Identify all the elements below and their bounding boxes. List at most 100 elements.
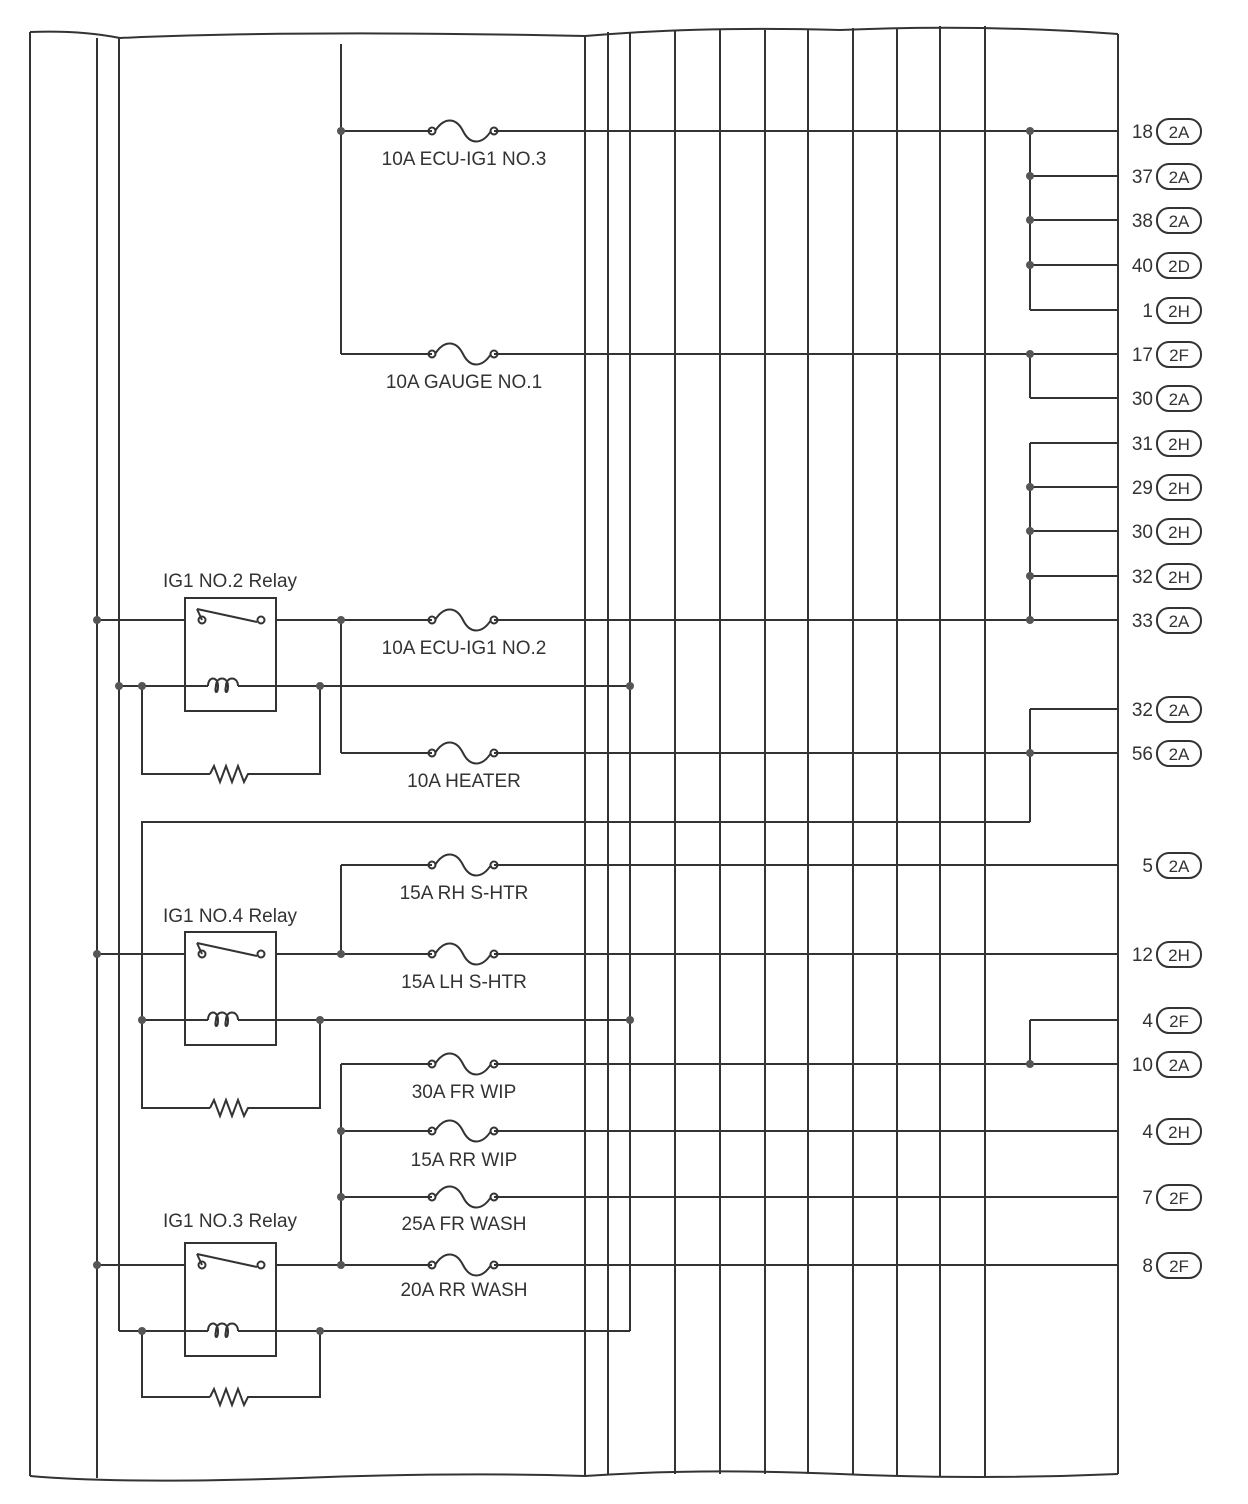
fuse-symbols bbox=[427, 119, 499, 1277]
terminal: 32 2A bbox=[1132, 696, 1202, 723]
junction-dots bbox=[93, 127, 1034, 1335]
terminal: 12 2H bbox=[1132, 941, 1202, 968]
terminal-connector: 2A bbox=[1169, 857, 1190, 876]
fuse-labels: 10A ECU-IG1 NO.3 10A GAUGE NO.1 10A ECU-… bbox=[382, 149, 547, 1301]
terminal-connector: 2A bbox=[1169, 701, 1190, 720]
fuse-label-rr-wip: 15A RR WIP bbox=[411, 1150, 518, 1171]
fuse-label-gauge-no1: 10A GAUGE NO.1 bbox=[386, 372, 542, 393]
relay-ig1-no4-symbol bbox=[184, 931, 277, 1046]
connector-badge bbox=[1156, 1184, 1202, 1211]
terminal-pin: 33 bbox=[1132, 611, 1153, 632]
terminal: 10 2A bbox=[1132, 1051, 1202, 1078]
terminal-connector: 2A bbox=[1169, 168, 1190, 187]
terminal: 40 2D bbox=[1132, 252, 1202, 279]
fuse-fr-wash-symbol bbox=[427, 1185, 499, 1209]
terminal-connector: 2H bbox=[1168, 435, 1190, 454]
fuse-label-fr-wip: 30A FR WIP bbox=[412, 1082, 517, 1103]
terminal-connector: 2A bbox=[1169, 390, 1190, 409]
terminal-connector: 2H bbox=[1168, 568, 1190, 587]
fuse-ecu-ig1-no2-symbol bbox=[427, 608, 499, 632]
connector-badge bbox=[1156, 941, 1202, 968]
fuse-label-rr-wash: 20A RR WASH bbox=[400, 1280, 527, 1301]
terminal: 8 2F bbox=[1142, 1252, 1202, 1279]
relay-label-ig1-no2: IG1 NO.2 Relay bbox=[163, 571, 298, 592]
resistor-ig1-no3 bbox=[209, 1386, 252, 1408]
fuse-label-heater: 10A HEATER bbox=[407, 771, 521, 792]
fuse-rr-wip-symbol bbox=[427, 1119, 499, 1143]
terminal: 30 2A bbox=[1132, 385, 1202, 412]
terminal-connector: 2A bbox=[1169, 123, 1190, 142]
fuse-label-ecu-ig1-no2: 10A ECU-IG1 NO.2 bbox=[382, 638, 547, 659]
terminal-connector: 2F bbox=[1169, 1012, 1189, 1031]
connector-badge bbox=[1156, 385, 1202, 412]
relay-labels: IG1 NO.2 Relay IG1 NO.4 Relay IG1 NO.3 R… bbox=[163, 571, 298, 1232]
fuse-label-lh-s-htr: 15A LH S-HTR bbox=[401, 972, 527, 993]
connector-badge bbox=[1156, 341, 1202, 368]
fuse-heater-symbol bbox=[427, 741, 499, 765]
terminal-connector: 2A bbox=[1169, 212, 1190, 231]
terminal-pin: 5 bbox=[1142, 856, 1153, 877]
connector-badge bbox=[1156, 163, 1202, 190]
cross-wire bbox=[141, 821, 1030, 1109]
relay-label-ig1-no4: IG1 NO.4 Relay bbox=[163, 906, 298, 927]
terminal-connector: 2F bbox=[1169, 1189, 1189, 1208]
relay-label-ig1-no3: IG1 NO.3 Relay bbox=[163, 1211, 298, 1232]
terminal-branches bbox=[1029, 131, 1118, 1064]
terminal-connector: 2H bbox=[1168, 479, 1190, 498]
terminal: 7 2F bbox=[1142, 1184, 1202, 1211]
terminal-pin: 17 bbox=[1132, 345, 1153, 366]
connector-badge bbox=[1156, 696, 1202, 723]
terminal-connector: 2H bbox=[1168, 946, 1190, 965]
connector-badge bbox=[1156, 118, 1202, 145]
terminal-connector: 2D bbox=[1168, 257, 1190, 276]
terminal-connector: 2H bbox=[1168, 1123, 1190, 1142]
terminal-pin: 32 bbox=[1132, 700, 1153, 721]
terminal-pin: 12 bbox=[1132, 945, 1153, 966]
fuse-gauge-no1-symbol bbox=[427, 342, 499, 366]
terminal: 38 2A bbox=[1132, 207, 1202, 234]
connector-badge bbox=[1156, 1252, 1202, 1279]
connector-badge bbox=[1156, 252, 1202, 279]
terminal-pin: 8 bbox=[1142, 1256, 1153, 1277]
terminal-pin: 30 bbox=[1132, 389, 1153, 410]
terminal-pin: 40 bbox=[1132, 256, 1153, 277]
terminal-pin: 30 bbox=[1132, 522, 1153, 543]
terminal: 32 2H bbox=[1132, 563, 1202, 590]
resistors bbox=[209, 763, 252, 1408]
terminal-connector: 2A bbox=[1169, 1056, 1190, 1075]
terminal-pin: 38 bbox=[1132, 211, 1153, 232]
terminal-pin: 10 bbox=[1132, 1055, 1153, 1076]
fuse-rr-wash-symbol bbox=[427, 1253, 499, 1277]
terminal: 5 2A bbox=[1142, 852, 1202, 879]
resistor-ig1-no4 bbox=[209, 1097, 252, 1119]
terminal-pin: 18 bbox=[1132, 122, 1153, 143]
terminal-connector: 2F bbox=[1169, 1257, 1189, 1276]
connector-badge bbox=[1156, 297, 1202, 324]
resistor-ig1-no2 bbox=[209, 763, 252, 785]
fuse-rh-s-htr-symbol bbox=[427, 853, 499, 877]
fuse-ecu-ig1-no3-symbol bbox=[427, 119, 499, 143]
connector-badge bbox=[1156, 207, 1202, 234]
ig1-no3-circuit bbox=[97, 1063, 1118, 1398]
terminal: 18 2A bbox=[1132, 118, 1202, 145]
connector-badge bbox=[1156, 607, 1202, 634]
connector-badge bbox=[1156, 852, 1202, 879]
terminal-pin: 32 bbox=[1132, 567, 1153, 588]
fuse-label-rh-s-htr: 15A RH S-HTR bbox=[400, 883, 529, 904]
terminal-pin: 7 bbox=[1142, 1188, 1153, 1209]
connector-badge bbox=[1156, 563, 1202, 590]
terminal-pin: 4 bbox=[1142, 1122, 1153, 1143]
connector-badge bbox=[1156, 518, 1202, 545]
fuse-lh-s-htr-symbol bbox=[427, 942, 499, 966]
fuse-label-ecu-ig1-no3: 10A ECU-IG1 NO.3 bbox=[382, 149, 547, 170]
terminal-pin: 1 bbox=[1142, 301, 1153, 322]
